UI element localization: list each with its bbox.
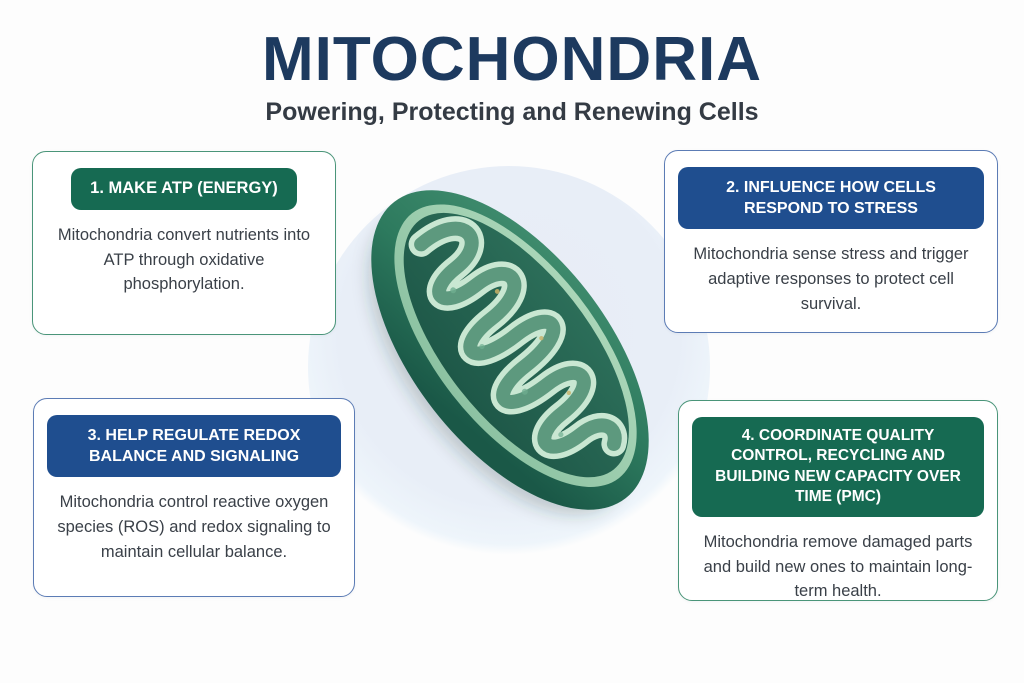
card-stress-response-heading: 2. INFLUENCE HOW CELLS RESPOND TO STRESS <box>678 167 984 230</box>
card-quality-control-heading: 4. COORDINATE QUALITY CONTROL, RECYCLING… <box>691 417 985 517</box>
card-quality-control-body: Mitochondria remove damaged parts and bu… <box>703 532 973 601</box>
matrix-specks <box>450 287 572 438</box>
card-redox-balance-body: Mitochondria control reactive oxygen spe… <box>57 493 331 561</box>
page-subtitle: Powering, Protecting and Renewing Cells <box>265 98 759 126</box>
cristae-core <box>414 221 622 454</box>
mitochondrion-illustration <box>308 148 712 552</box>
card-quality-control: 4. COORDINATE QUALITY CONTROL, RECYCLING… <box>678 400 998 601</box>
card-redox-balance-heading: 3. HELP REGULATE REDOX BALANCE AND SIGNA… <box>46 415 342 478</box>
page-title: MITOCHONDRIA <box>262 25 762 94</box>
card-make-atp: 1. MAKE ATP (ENERGY) Mitochondria conver… <box>32 151 336 335</box>
card-make-atp-heading: 1. MAKE ATP (ENERGY) <box>71 168 297 210</box>
card-stress-response-body: Mitochondria sense stress and trigger ad… <box>693 245 969 313</box>
card-stress-response: 2. INFLUENCE HOW CELLS RESPOND TO STRESS… <box>664 150 998 333</box>
mitochondrion-svg <box>368 190 649 515</box>
mito-body-group <box>371 190 649 510</box>
card-redox-balance: 3. HELP REGULATE REDOX BALANCE AND SIGNA… <box>33 398 355 597</box>
card-make-atp-body: Mitochondria convert nutrients into ATP … <box>57 225 311 294</box>
